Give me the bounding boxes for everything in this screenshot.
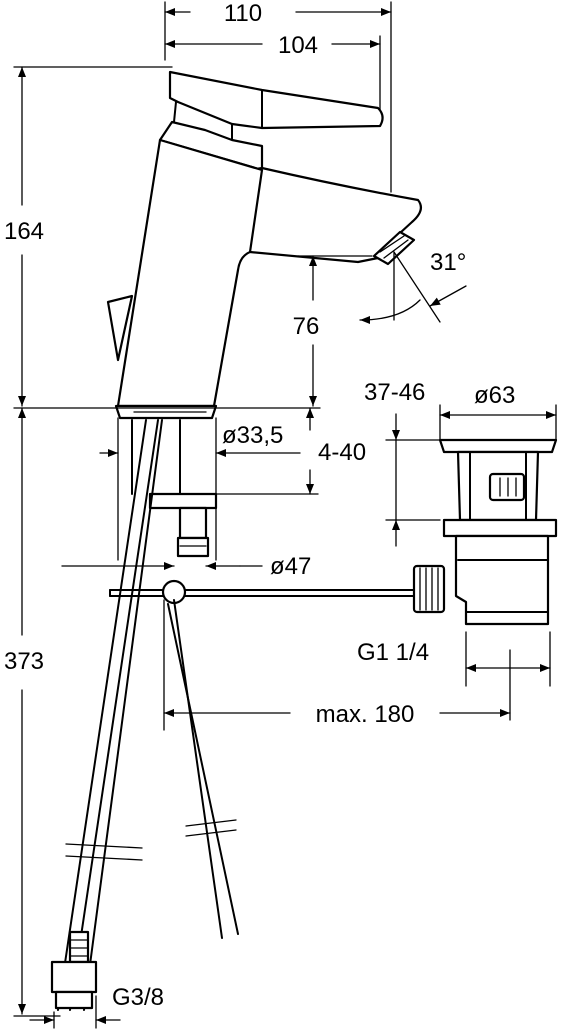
waste-flange bbox=[438, 438, 558, 454]
dim-waste-thread: G1 1/4 bbox=[357, 639, 429, 666]
waste-slot bbox=[488, 472, 526, 502]
dimension-labels: 110 104 164 31° 76 ø33,5 4-40 37-46 ø63 … bbox=[4, 0, 515, 1011]
dim-deck-thickness: 4-40 bbox=[318, 439, 366, 466]
dim-spout-height: 76 bbox=[293, 313, 320, 340]
waste-valve bbox=[412, 438, 558, 626]
dim-supply-thread: G3/8 bbox=[112, 984, 164, 1011]
lift-rod bbox=[106, 294, 134, 362]
dimension-lines bbox=[13, 1, 557, 1029]
dim-waste-range: 37-46 bbox=[364, 379, 425, 406]
dim-rod-ring-diameter: ø47 bbox=[270, 553, 311, 580]
dim-waste-diameter: ø63 bbox=[474, 382, 515, 409]
mounting-nut bbox=[148, 492, 218, 510]
supply-nut bbox=[68, 930, 90, 964]
pivot-nut bbox=[412, 564, 446, 614]
main-column bbox=[116, 138, 264, 408]
dim-hole-diameter: ø33,5 bbox=[222, 422, 283, 449]
below-deck bbox=[50, 419, 437, 1011]
dim-width-overall: 110 bbox=[224, 0, 262, 27]
dim-rod-length: max. 180 bbox=[316, 701, 415, 728]
threaded-stud bbox=[178, 506, 208, 540]
supply-hoses bbox=[50, 419, 239, 1011]
dim-spout-angle: 31° bbox=[430, 249, 466, 276]
dim-width-spout: 104 bbox=[278, 32, 318, 59]
dim-height-total: 164 bbox=[4, 218, 44, 245]
waste-body bbox=[454, 534, 550, 626]
lever-handle bbox=[168, 70, 384, 130]
faucet-body bbox=[106, 70, 423, 420]
dim-below-deck-length: 373 bbox=[4, 648, 44, 675]
aerator bbox=[372, 230, 416, 266]
